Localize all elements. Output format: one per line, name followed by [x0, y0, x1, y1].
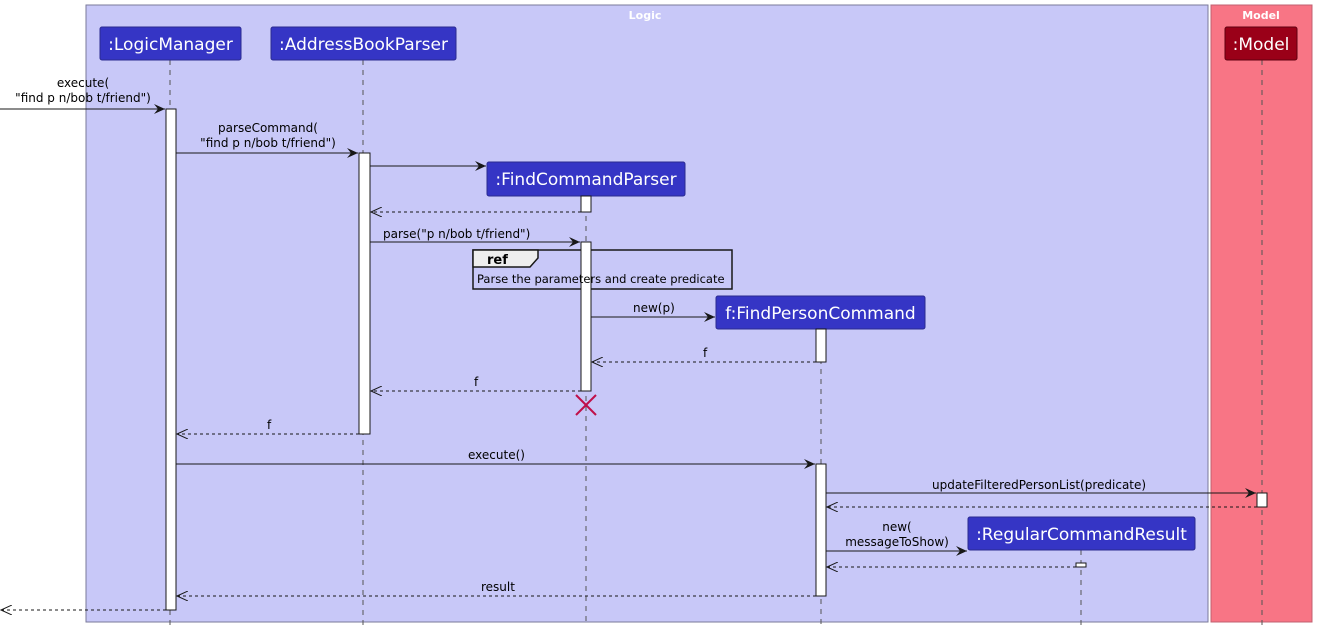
ref-frame: ref [472, 249, 733, 290]
ref-tag: ref [487, 253, 508, 268]
participant-logic-manager[interactable]: :LogicManager [99, 26, 242, 61]
participant-label: f:FindPersonCommand [725, 304, 915, 324]
message-parse-label: parse("p n/bob t/friend") [383, 227, 530, 241]
participant-label: :FindCommandParser [495, 170, 676, 190]
message-execute-label-1: execute( [57, 76, 109, 90]
participant-model[interactable]: :Model [1224, 26, 1298, 61]
model-frame-title: Model [1242, 9, 1280, 22]
message-new-p-label: new(p) [633, 301, 675, 315]
message-result-label: result [481, 580, 515, 594]
destroy-x-icon [575, 394, 597, 416]
participant-label: :Model [1233, 35, 1290, 55]
activation-regular-command-result [1075, 562, 1087, 568]
activation-address-book-parser [358, 152, 371, 435]
activation-find-command-parser-parse [580, 241, 592, 392]
participant-find-person-command[interactable]: f:FindPersonCommand [715, 295, 926, 330]
activation-find-person-command-execute [815, 463, 827, 597]
participant-label: :LogicManager [108, 35, 233, 55]
message-new-result-label-2: messageToShow) [845, 535, 949, 549]
message-return-f-label: f [703, 346, 708, 360]
message-parse-command-label-1: parseCommand( [218, 121, 318, 135]
activations [165, 108, 1268, 611]
model-frame: Model [1210, 4, 1313, 623]
participant-label: :AddressBookParser [279, 35, 448, 55]
activation-find-person-command-create [815, 328, 827, 363]
ref-text: Parse the parameters and create predicat… [477, 272, 725, 286]
message-new-result-label-1: new( [882, 520, 911, 534]
message-return-f-label: f [474, 375, 479, 389]
participant-label: :RegularCommandResult [976, 525, 1187, 545]
participant-address-book-parser[interactable]: :AddressBookParser [270, 26, 457, 61]
logic-frame-title: Logic [629, 9, 662, 22]
activation-find-command-parser-create [580, 195, 592, 213]
message-update-filtered-label: updateFilteredPersonList(predicate) [932, 478, 1146, 492]
message-execute-label-2: "find p n/bob t/friend") [15, 91, 151, 105]
message-parse-command-label-2: "find p n/bob t/friend") [200, 136, 336, 150]
message-execute-noargs-label: execute() [468, 448, 525, 462]
activation-logic-manager [165, 108, 177, 611]
participant-regular-command-result[interactable]: :RegularCommandResult [967, 516, 1196, 551]
activation-model [1256, 492, 1268, 508]
participant-find-command-parser[interactable]: :FindCommandParser [486, 161, 686, 197]
message-return-f-label: f [267, 418, 272, 432]
